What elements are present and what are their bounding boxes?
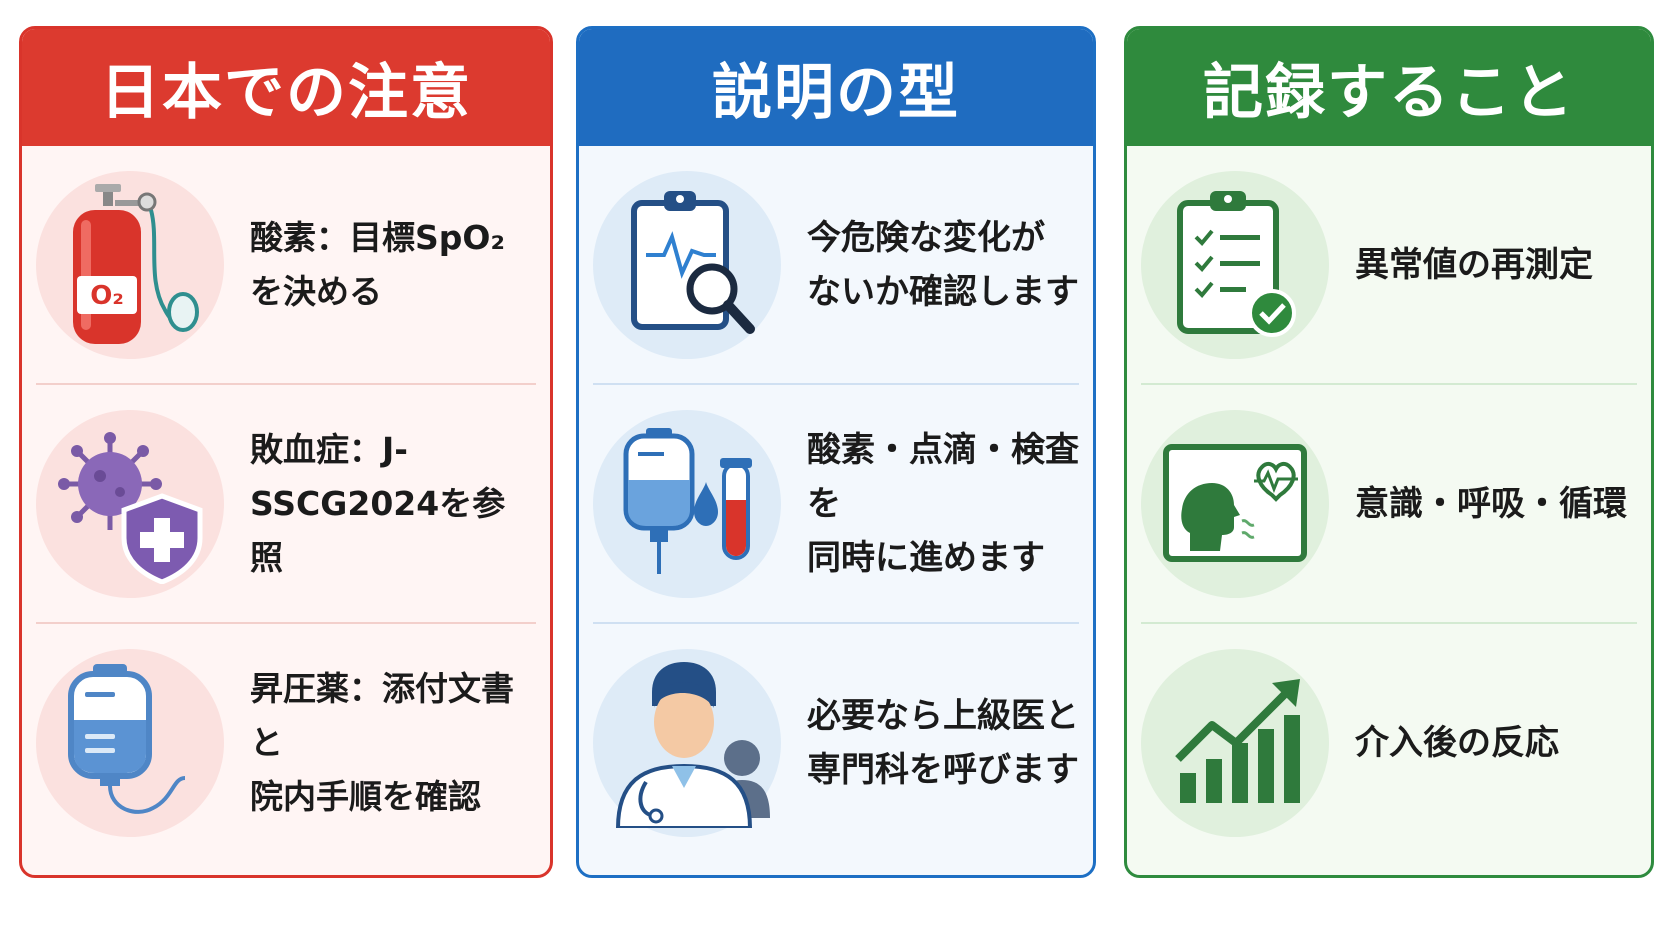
panel-title: 説明の型 (579, 29, 1093, 146)
list-item: 酸素・点滴・検査を 同時に進めます (593, 383, 1079, 622)
documentation-panel: 記録すること 異常値の再測定 (1124, 26, 1654, 878)
item-text: 意識・呼吸・循環 (1355, 483, 1627, 524)
list-item: 必要なら上級医と 専門科を呼びます (593, 622, 1079, 861)
list-item: 敗血症：J-SSCG2024を参照 (36, 383, 536, 622)
checklist-icon (1141, 170, 1329, 359)
svg-text:O₂: O₂ (90, 281, 124, 311)
item-text: 酸素：目標SpO₂を決める (250, 217, 505, 311)
list-item: 意識・呼吸・循環 (1141, 383, 1637, 622)
list-item: 介入後の反応 (1141, 622, 1637, 861)
item-text: 昇圧薬：添付文書と 院内手順を確認 (250, 668, 514, 816)
item-text: 必要なら上級医と 専門科を呼びます (807, 695, 1079, 790)
panel-title: 日本での注意 (22, 29, 550, 146)
item-text: 介入後の反応 (1355, 722, 1559, 763)
doctor-icon (593, 648, 781, 837)
panel-title: 記録すること (1127, 29, 1651, 146)
list-item: 昇圧薬：添付文書と 院内手順を確認 (36, 622, 536, 861)
oxygen-tank-icon: O₂ (36, 170, 224, 359)
item-text: 異常値の再測定 (1355, 244, 1593, 285)
list-item: 今危険な変化が ないか確認します (593, 146, 1079, 383)
clipboard-magnifier-icon (593, 170, 781, 359)
iv-bag-icon (36, 648, 224, 837)
item-text: 酸素・点滴・検査を 同時に進めます (807, 429, 1079, 578)
iv-drip-test-tube-icon (593, 409, 781, 598)
list-item: 異常値の再測定 (1141, 146, 1637, 383)
breathing-heart-monitor-icon (1141, 409, 1329, 598)
trend-chart-icon (1141, 648, 1329, 837)
virus-shield-icon (36, 409, 224, 598)
list-item: O₂ 酸素：目標SpO₂を決める (36, 146, 536, 383)
item-text: 今危険な変化が ないか確認します (807, 217, 1079, 312)
japan-cautions-panel: 日本での注意 O₂ 酸素：目標SpO₂を決める (19, 26, 553, 878)
item-text: 敗血症：J-SSCG2024を参照 (250, 429, 506, 577)
explanation-pattern-panel: 説明の型 今危険な変化が ないか確認します (576, 26, 1096, 878)
